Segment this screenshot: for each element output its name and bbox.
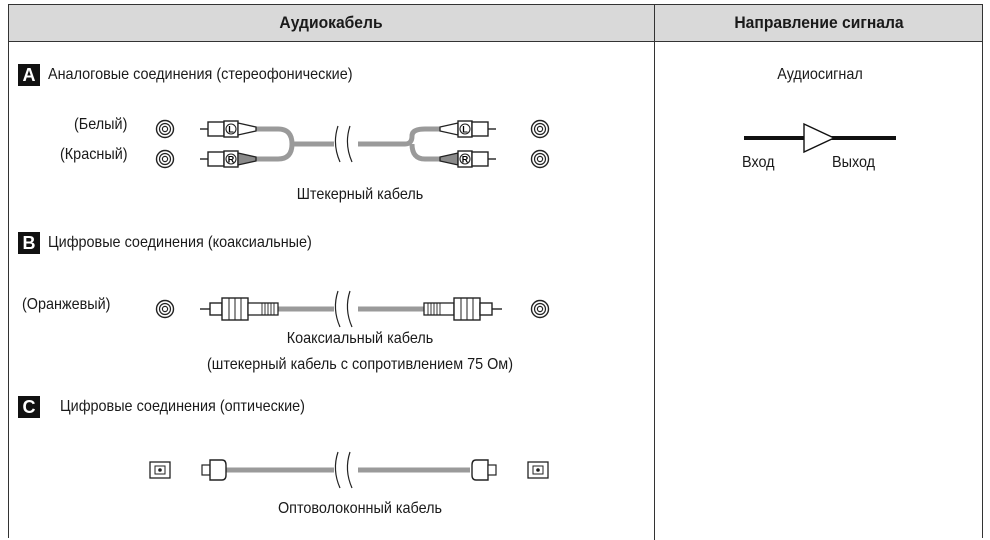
table-header-row	[8, 4, 983, 42]
header-signal-direction: Направление сигнала	[734, 13, 904, 32]
section-c-badge: C	[18, 396, 40, 418]
table-frame	[8, 4, 983, 538]
column-divider	[654, 4, 655, 540]
section-b-title: Цифровые соединения (коаксиальные)	[48, 234, 312, 251]
label-orange: (Оранжевый)	[22, 296, 111, 313]
section-c-cable-name: Оптоволоконный кабель	[277, 500, 443, 517]
header-audio-cable: Аудиокабель	[279, 13, 383, 32]
label-red: (Красный)	[60, 146, 128, 163]
section-b-badge: B	[18, 232, 40, 254]
section-b-cable-note: (штекерный кабель с сопротивлением 75 Ом…	[206, 356, 514, 373]
section-a-title: Аналоговые соединения (стереофонические)	[48, 66, 353, 83]
section-b-cable-name: Коаксиальный кабель	[286, 330, 434, 347]
label-white: (Белый)	[74, 116, 128, 133]
section-a-cable-name: Штекерный кабель	[296, 186, 424, 203]
signal-input-label: Вход	[742, 154, 775, 171]
section-c-title: Цифровые соединения (оптические)	[60, 398, 305, 415]
signal-label: Аудиосигнал	[777, 66, 863, 83]
signal-output-label: Выход	[832, 154, 876, 171]
section-a-badge: A	[18, 64, 40, 86]
